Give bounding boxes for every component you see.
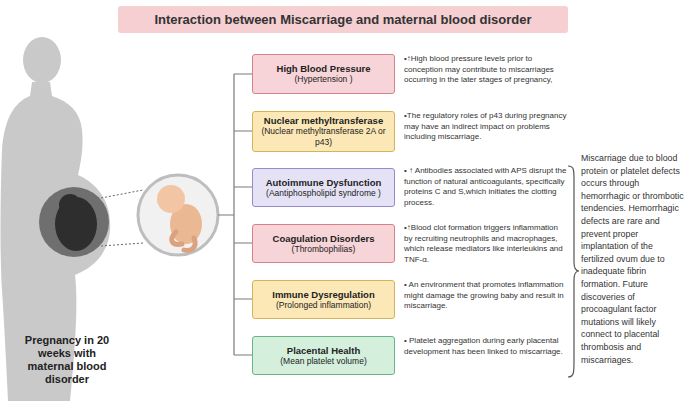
fetus-circle (138, 175, 218, 255)
box-heading: High Blood Pressure (277, 63, 371, 74)
bullet-note: •↑High blood pressure levels prior to co… (404, 54, 568, 86)
bullet-note: • An environment that promotes inflammat… (404, 280, 568, 312)
womb-fetus-head (59, 194, 81, 216)
category-box: High Blood Pressure(Hypertension ) (252, 54, 395, 94)
box-subheading: (Thrombophilias) (292, 244, 356, 255)
leader-line (101, 190, 143, 198)
summary-note: Miscarriage due to blood protein or plat… (581, 152, 685, 366)
fetus-limb (172, 232, 182, 244)
box-heading: Immune Dysregulation (272, 289, 374, 300)
box-heading: Placental Health (287, 345, 360, 356)
box-heading: Coagulation Disorders (273, 233, 375, 244)
leader-line (101, 243, 143, 246)
category-box: Nuclear methyltransferase(Nuclear methyl… (252, 111, 395, 152)
box-subheading: (Nuclear methyltransferase 2A or p43) (256, 126, 391, 148)
bullet-note: • ↑ Antibodies associated with APS disru… (404, 166, 568, 208)
box-subheading: (Aantiphospholipid syndrome ) (266, 188, 381, 199)
bullet-note: • Platelet aggregation during early plac… (404, 336, 568, 357)
category-box: Placental Health(Mean platelet volume) (252, 336, 395, 375)
pregnancy-caption: Pregnancy in 20 weeks with maternal bloo… (16, 334, 118, 386)
woman-head (23, 37, 61, 83)
category-box: Autoimmune Dysfunction(Aantiphospholipid… (252, 168, 395, 207)
category-box: Coagulation Disorders(Thrombophilias) (252, 224, 395, 263)
bullet-note: •↑Blood clot formation triggers inflamma… (404, 223, 568, 265)
bullet-note: •The regulatory roles of p43 during preg… (404, 111, 568, 143)
box-heading: Nuclear methyltransferase (264, 115, 383, 126)
title-band: Interaction between Miscarriage and mate… (118, 6, 568, 33)
fetus-head (157, 185, 185, 213)
category-box: Immune Dysregulation(Prolonged inflammat… (252, 280, 395, 319)
curly-bracket (568, 166, 579, 377)
fetus-limb (184, 238, 195, 251)
womb (39, 187, 109, 257)
box-subheading: (Prolonged inflammation) (276, 300, 371, 311)
box-subheading: (Mean platelet volume) (280, 356, 366, 367)
box-heading: Autoimmune Dysfunction (266, 177, 382, 188)
branch-lines (218, 74, 252, 355)
box-subheading: (Hypertension ) (294, 74, 352, 85)
